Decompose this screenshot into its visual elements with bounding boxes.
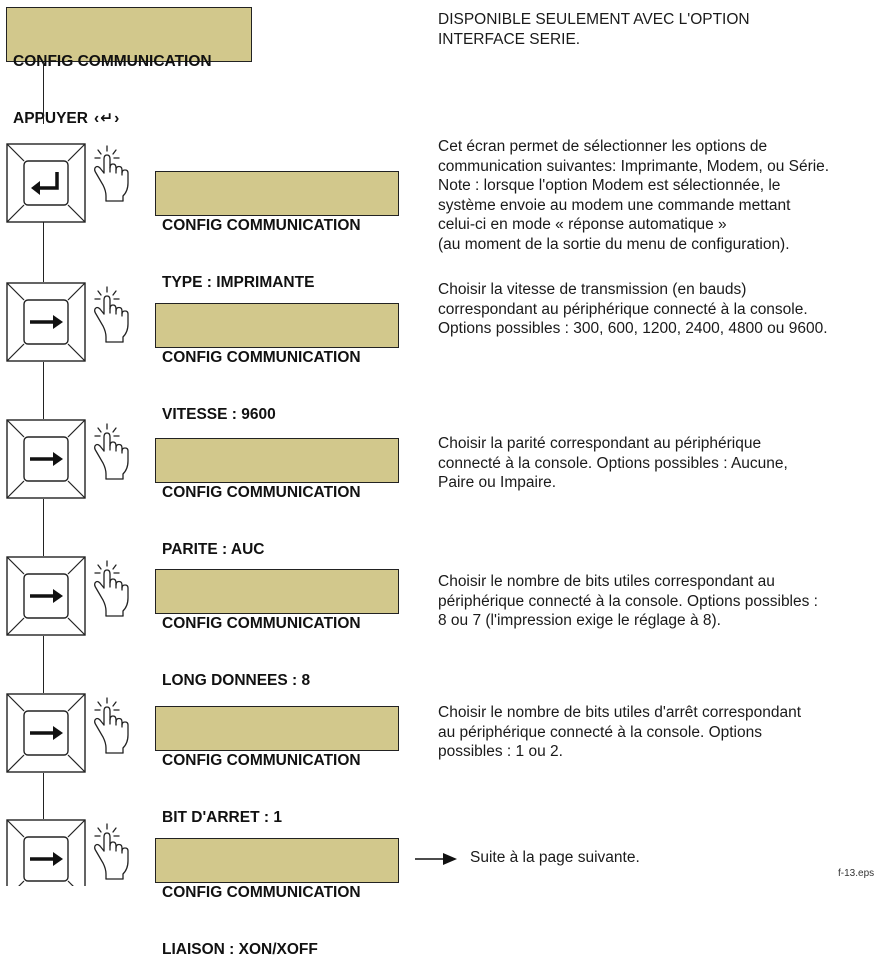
connector-line: [43, 773, 45, 819]
lcd-line-2-text: APPUYER: [13, 110, 88, 127]
hand-press-icon: [90, 421, 146, 481]
enter-key-button[interactable]: [6, 143, 86, 223]
lcd-line-1: CONFIG COMMUNICATION: [162, 752, 361, 769]
enter-key-symbol: ‹↵›: [93, 110, 121, 127]
hand-press-icon: [90, 695, 146, 755]
right-arrow-key-button[interactable]: [6, 556, 86, 636]
lcd-line-2: APPUYER ‹↵›: [13, 109, 251, 128]
right-arrow-key-button[interactable]: [6, 419, 86, 499]
lcd-line-1: CONFIG COMMUNICATION: [162, 615, 361, 632]
lcd-line-1: CONFIG COMMUNICATION: [162, 217, 361, 234]
lcd-display-vitesse: CONFIG COMMUNICATION VITESSE : 9600: [155, 303, 399, 423]
lcd-line-2: PARITE : AUC: [162, 541, 265, 558]
hand-press-icon: [90, 143, 146, 203]
hand-press-icon: [90, 558, 146, 618]
step-description: Choisir la parité correspondant au périp…: [438, 435, 788, 492]
connector-line: [43, 636, 45, 693]
figure-id: f-13.eps: [838, 868, 875, 879]
lcd-line-2: TYPE : IMPRIMANTE: [162, 274, 315, 291]
connector-line: [43, 499, 45, 556]
lcd-display-parite: CONFIG COMMUNICATION PARITE : AUC: [155, 438, 399, 558]
step-description: Choisir le nombre de bits utiles corresp…: [438, 573, 818, 630]
right-arrow-icon: [415, 853, 457, 865]
lcd-line-2: BIT D'ARRET : 1: [162, 809, 282, 826]
right-arrow-key-button[interactable]: [6, 693, 86, 773]
lcd-display-intro: CONFIG COMMUNICATION APPUYER ‹↵›: [6, 7, 252, 127]
lcd-line-2: VITESSE : 9600: [162, 406, 276, 423]
lcd-display-type: CONFIG COMMUNICATION TYPE : IMPRIMANTE: [155, 171, 399, 291]
hand-press-icon: [90, 821, 146, 881]
right-arrow-key-button[interactable]: [6, 819, 86, 886]
lcd-line-1: CONFIG COMMUNICATION: [162, 484, 361, 501]
connector-line: [43, 222, 45, 282]
lcd-line-1: CONFIG COMMUNICATION: [13, 53, 212, 70]
lcd-line-1: CONFIG COMMUNICATION: [162, 349, 361, 366]
step-description: Choisir le nombre de bits utiles d'arrêt…: [438, 704, 802, 761]
lcd-display-long-donnees: CONFIG COMMUNICATION LONG DONNEES : 8: [155, 569, 399, 689]
next-page-note: Suite à la page suivante.: [470, 849, 640, 866]
connector-line: [43, 62, 45, 124]
connector-line: [43, 362, 45, 419]
step-description: Cet écran permet de sélectionner les opt…: [438, 138, 830, 253]
lcd-display-liaison: CONFIG COMMUNICATION LIAISON : XON/XOFF: [155, 838, 399, 958]
lcd-line-2: LIAISON : XON/XOFF: [162, 941, 318, 958]
hand-press-icon: [90, 284, 146, 344]
lcd-line-2: LONG DONNEES : 8: [162, 672, 311, 689]
right-arrow-key-button[interactable]: [6, 282, 86, 362]
intro-note: DISPONIBLE SEULEMENT AVEC L'OPTION INTER…: [438, 11, 750, 48]
lcd-display-bit-arret: CONFIG COMMUNICATION BIT D'ARRET : 1: [155, 706, 399, 826]
step-description: Choisir la vitesse de transmission (en b…: [438, 281, 828, 338]
